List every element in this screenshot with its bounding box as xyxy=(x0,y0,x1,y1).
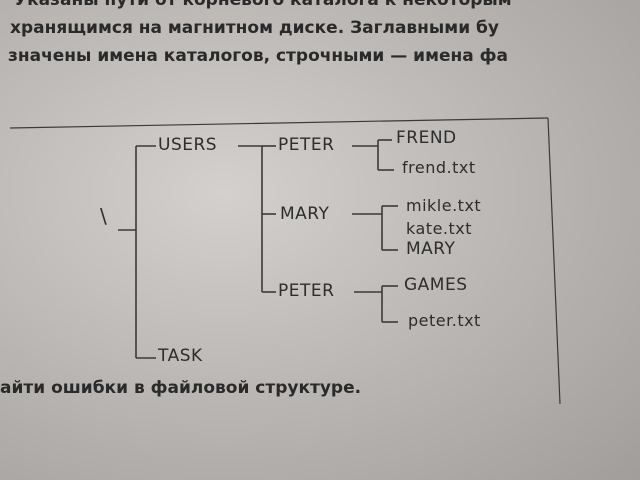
peter1-label: PETER xyxy=(278,135,335,155)
peter2-label: PETER xyxy=(278,281,335,301)
intro-line-2: хранящимся на магнитном диске. Заглавным… xyxy=(10,18,499,38)
intro-line-1: Указаны пути от корневого каталога к нек… xyxy=(14,0,512,10)
frend-dir-label: FREND xyxy=(396,128,457,148)
mary-sub-label: MARY xyxy=(406,239,456,259)
root-label: \ xyxy=(100,204,108,228)
intro-line-3: значены имена каталогов, строчными — име… xyxy=(8,46,508,66)
intro-paragraph: Указаны пути от корневого каталога к нек… xyxy=(0,0,640,80)
peter-file-label: peter.txt xyxy=(408,311,481,330)
exercise-caption: айти ошибки в файловой структуре. xyxy=(0,378,362,398)
mary-label: MARY xyxy=(280,204,330,224)
games-dir-label: GAMES xyxy=(404,275,468,295)
frend-file-label: frend.txt xyxy=(402,158,476,177)
mikle-file-label: mikle.txt xyxy=(406,196,482,215)
figure-border-right xyxy=(547,117,561,405)
users-label: USERS xyxy=(158,135,218,155)
figure-border-top xyxy=(9,117,549,129)
task-label: TASK xyxy=(158,346,203,366)
kate-file-label: kate.txt xyxy=(406,219,473,238)
